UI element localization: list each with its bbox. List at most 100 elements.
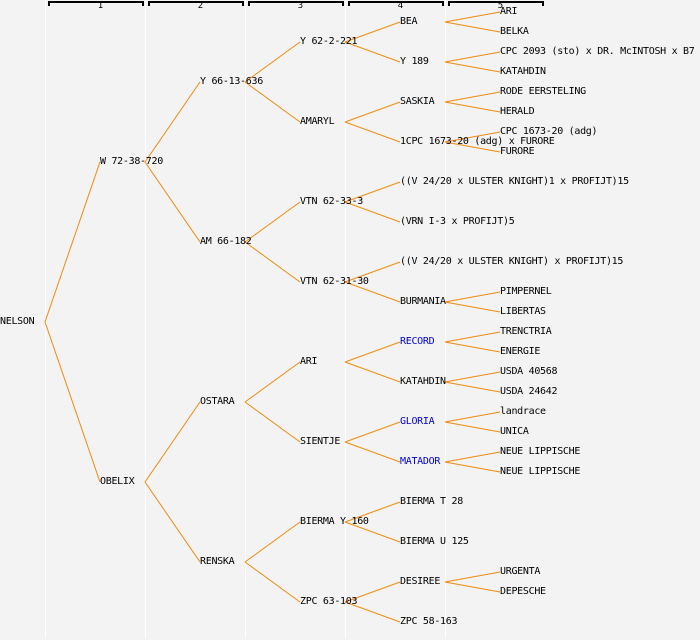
pedigree-link — [344, 341, 401, 363]
pedigree-link — [144, 161, 201, 243]
pedigree-link — [444, 581, 501, 593]
pedigree-link — [444, 291, 501, 303]
ancestor-gen-4[interactable]: ((V 24/20 x ULSTER KNIGHT) x PROFIJT)15 — [400, 256, 624, 267]
ancestor-gen-5[interactable]: BELKA — [500, 26, 529, 37]
generation-header-bracket — [448, 1, 544, 6]
ancestor-gen-5[interactable]: FURORE — [500, 146, 535, 157]
pedigree-link — [344, 361, 401, 383]
ancestor-gen-3[interactable]: VTN 62-31-30 — [300, 276, 369, 287]
ancestor-gen-5[interactable]: landrace — [500, 406, 546, 417]
ancestor-gen-5[interactable]: NEUE LIPPISCHE — [500, 446, 581, 457]
ancestor-gen-5[interactable]: ARI — [500, 6, 518, 17]
ancestor-gen-1[interactable]: W 72-38-720 — [100, 156, 163, 167]
ancestor-gen-5[interactable]: UNICA — [500, 426, 529, 437]
pedigree-link — [444, 371, 501, 383]
ancestor-gen-5[interactable]: URGENTA — [500, 566, 541, 577]
ancestor-gen-5[interactable]: HERALD — [500, 106, 535, 117]
pedigree-link — [144, 401, 201, 483]
ancestor-gen-5[interactable]: TRENCTRIA — [500, 326, 552, 337]
pedigree-link — [444, 341, 501, 353]
column-divider — [245, 0, 246, 638]
ancestor-gen-4[interactable]: GLORIA — [400, 416, 435, 427]
ancestor-gen-4[interactable]: 1CPC 1673-20 (adg) x FURORE — [400, 136, 555, 147]
ancestor-gen-4[interactable]: DESIREE — [400, 576, 441, 587]
ancestor-gen-3[interactable]: ZPC 63-103 — [300, 596, 358, 607]
ancestor-gen-3[interactable]: VTN 62-33-3 — [300, 196, 363, 207]
pedigree-link — [444, 131, 501, 143]
ancestor-gen-5[interactable]: PIMPERNEL — [500, 286, 552, 297]
ancestor-gen-4[interactable]: Y 189 — [400, 56, 429, 67]
ancestor-gen-3[interactable]: SIENTJE — [300, 436, 341, 447]
pedigree-link — [344, 521, 401, 543]
ancestor-gen-2[interactable]: OSTARA — [200, 396, 235, 407]
ancestor-gen-5[interactable]: DEPESCHE — [500, 586, 546, 597]
pedigree-link — [244, 81, 301, 123]
ancestor-gen-3[interactable]: BIERMA Y 160 — [300, 516, 369, 527]
ancestor-gen-4[interactable]: SASKIA — [400, 96, 435, 107]
ancestor-gen-5[interactable]: RODE EERSTELING — [500, 86, 586, 97]
ancestor-gen-4[interactable]: (VRN I-3 x PROFIJT)5 — [400, 216, 515, 227]
ancestor-gen-4[interactable]: BIERMA U 125 — [400, 536, 469, 547]
pedigree-link — [144, 81, 201, 163]
pedigree-link — [344, 121, 401, 143]
pedigree-link — [444, 421, 501, 433]
pedigree-link — [444, 11, 501, 23]
pedigree-link — [344, 581, 401, 603]
ancestor-gen-2[interactable]: Y 66-13-636 — [200, 76, 263, 87]
ancestor-gen-4[interactable]: BURMANIA — [400, 296, 446, 307]
pedigree-link — [444, 101, 501, 113]
ancestor-gen-5[interactable]: LIBERTAS — [500, 306, 546, 317]
pedigree-link — [444, 91, 501, 103]
ancestor-gen-4[interactable]: KATAHDIN — [400, 376, 446, 387]
generation-header-3: 3 — [297, 1, 304, 11]
pedigree-link — [344, 441, 401, 463]
ancestor-gen-5[interactable]: CPC 2093 (sto) x DR. McINTOSH x B7 — [500, 46, 695, 57]
ancestor-gen-1[interactable]: OBELIX — [100, 476, 135, 487]
ancestor-gen-2[interactable]: RENSKA — [200, 556, 235, 567]
generation-header-bracket — [148, 1, 244, 6]
ancestor-gen-4[interactable]: BEA — [400, 16, 418, 27]
ancestor-gen-4[interactable]: ((V 24/20 x ULSTER KNIGHT)1 x PROFIJT)15 — [400, 176, 629, 187]
pedigree-link — [444, 451, 501, 463]
pedigree-link — [244, 241, 301, 283]
pedigree-link — [144, 481, 201, 563]
pedigree-link — [444, 381, 501, 393]
ancestor-gen-3[interactable]: Y 62-2-221 — [300, 36, 358, 47]
pedigree-link — [244, 41, 301, 83]
ancestor-gen-5[interactable]: NEUE LIPPISCHE — [500, 466, 581, 477]
pedigree-link — [344, 421, 401, 443]
pedigree-link — [344, 261, 401, 283]
pedigree-link — [444, 301, 501, 313]
pedigree-link — [244, 361, 301, 403]
pedigree-link — [344, 201, 401, 223]
ancestor-gen-3[interactable]: AMARYL — [300, 116, 335, 127]
ancestor-gen-4[interactable]: ZPC 58-163 — [400, 616, 458, 627]
ancestor-gen-5[interactable]: KATAHDIN — [500, 66, 546, 77]
generation-header-4: 4 — [397, 1, 404, 11]
pedigree-link — [444, 21, 501, 33]
ancestor-gen-2[interactable]: AM 66-182 — [200, 236, 252, 247]
root-variety[interactable]: NELSON — [0, 316, 35, 327]
pedigree-link — [344, 21, 401, 43]
ancestor-gen-3[interactable]: ARI — [300, 356, 318, 367]
generation-header-2: 2 — [197, 1, 204, 11]
ancestor-gen-5[interactable]: USDA 24642 — [500, 386, 558, 397]
generation-header-bracket — [348, 1, 444, 6]
column-divider — [45, 0, 46, 638]
ancestor-gen-5[interactable]: USDA 40568 — [500, 366, 558, 377]
pedigree-link — [344, 41, 401, 63]
pedigree-link — [44, 161, 101, 323]
ancestor-gen-4[interactable]: RECORD — [400, 336, 435, 347]
column-divider — [145, 0, 146, 638]
pedigree-link — [444, 141, 501, 153]
ancestor-gen-5[interactable]: CPC 1673-20 (adg) — [500, 126, 598, 137]
pedigree-link — [344, 281, 401, 303]
ancestor-gen-4[interactable]: BIERMA T 28 — [400, 496, 463, 507]
pedigree-link — [244, 561, 301, 603]
pedigree-link — [444, 331, 501, 343]
ancestor-gen-4[interactable]: MATADOR — [400, 456, 441, 467]
pedigree-link — [444, 411, 501, 423]
ancestor-gen-5[interactable]: ENERGIE — [500, 346, 541, 357]
